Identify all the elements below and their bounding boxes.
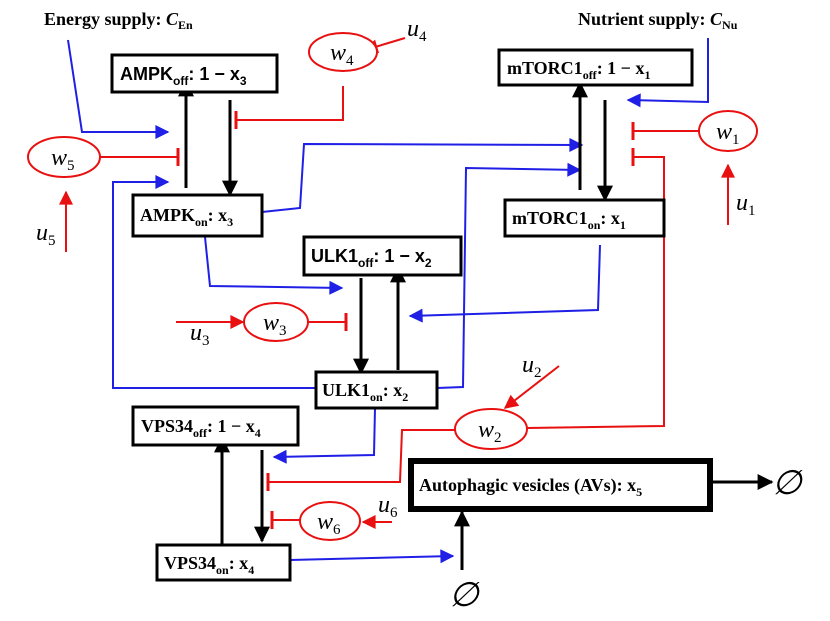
svg-text:AMPKoff: 1 − x3: AMPKoff: 1 − x3 (120, 64, 247, 88)
w2-inhibition-mtorc1-edge (526, 156, 665, 429)
w2-inhibition-vps34-edge (268, 429, 455, 483)
svg-text:mTORC1on: x1: mTORC1on: x1 (512, 208, 626, 232)
u1-label: u1 (736, 190, 756, 219)
u2-label: u2 (522, 352, 542, 381)
u5-label: u5 (36, 220, 56, 249)
ampk-on-node: AMPKon: x3 (131, 193, 264, 238)
w5-control-node: w5 (27, 136, 101, 178)
svg-text:w4: w4 (330, 40, 354, 69)
w1-control-node: w1 (698, 110, 758, 152)
u6-label: u6 (378, 492, 398, 521)
w2-control-node: w2 (454, 408, 528, 450)
mtorc1-on-node: mTORC1on: x1 (503, 198, 666, 238)
nutrient-supply-to-mtorc1-edge (626, 38, 709, 108)
w4-control-node: w4 (308, 32, 378, 72)
svg-text:Autophagic vesicles (AVs): x5: Autophagic vesicles (AVs): x5 (419, 475, 642, 499)
w6-control-node: w6 (299, 501, 361, 541)
mtorc1-off-node: mTORC1off: 1 − x1 (497, 48, 694, 87)
ulk1-to-vps34-edge (272, 407, 376, 464)
ulk1-to-mtorc1-edge (436, 162, 582, 389)
u4-label: u4 (407, 16, 427, 45)
vps34-on-node: VPS34on: x4 (155, 543, 292, 582)
autophagic-vesicles-node: Autophagic vesicles (AVs): x5 (408, 458, 713, 512)
w4-inhibition-edge (236, 86, 344, 121)
u3-label: u3 (190, 320, 210, 349)
svg-text:w1: w1 (716, 119, 740, 148)
empty-set-source: ∅ (449, 575, 480, 615)
ulk1-to-ampk-edge (112, 175, 316, 389)
svg-text:VPS34off: 1 − x4: VPS34off: 1 − x4 (141, 416, 261, 440)
mtorc1-to-ulk1-edge (408, 244, 601, 323)
ulk1-off-node: ULK1off: 1 − x2 (302, 235, 463, 277)
svg-text:ULK1off: 1 − x2: ULK1off: 1 − x2 (311, 246, 432, 270)
svg-text:mTORC1off: 1 − x1: mTORC1off: 1 − x1 (507, 58, 650, 82)
vps34-to-avs-edge (289, 549, 455, 564)
ampk-to-mtorc1-edge (261, 137, 584, 213)
energy-supply-to-ampk-edge (67, 39, 170, 139)
svg-text:ULK1on: x2: ULK1on: x2 (322, 380, 408, 404)
ulk1-on-node: ULK1on: x2 (314, 370, 439, 410)
u2-input-arrow (503, 365, 560, 409)
empty-set-degradation: ∅ (772, 463, 803, 503)
svg-text:w5: w5 (51, 145, 75, 174)
svg-text:VPS34on: x4: VPS34on: x4 (164, 553, 254, 577)
svg-text:w6: w6 (317, 509, 341, 538)
w3-control-node: w3 (243, 302, 309, 342)
svg-text:w2: w2 (478, 417, 502, 446)
svg-text:w3: w3 (263, 310, 287, 339)
nutrient-supply-label: Nutrient supply: CNu (578, 9, 738, 32)
vps34-off-node: VPS34off: 1 − x4 (131, 405, 300, 447)
ampk-to-ulk1-edge (204, 236, 344, 295)
svg-text:AMPKon: x3: AMPKon: x3 (140, 205, 233, 229)
ampk-off-node: AMPKoff: 1 − x3 (110, 53, 279, 94)
energy-supply-label: Energy supply: CEn (44, 9, 193, 32)
